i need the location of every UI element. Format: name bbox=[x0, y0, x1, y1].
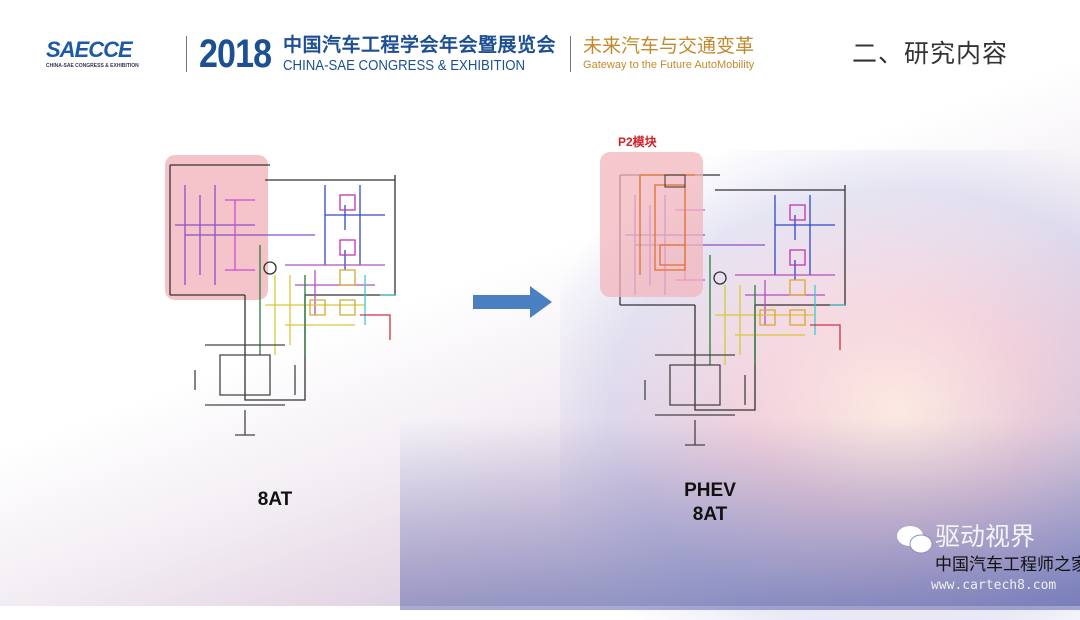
site-url: www.cartech8.com bbox=[931, 578, 1057, 593]
p2-module-highlight bbox=[600, 152, 703, 297]
8at-transmission-diagram bbox=[165, 155, 396, 436]
phev-label-line2: 8AT bbox=[692, 504, 728, 525]
year: 2018 bbox=[199, 31, 272, 76]
divider bbox=[186, 36, 187, 72]
site-name: 中国汽车工程师之家 bbox=[935, 555, 1080, 575]
phev-8at-label: PHEV 8AT bbox=[670, 479, 750, 527]
divider bbox=[570, 36, 572, 72]
event-name: 中国汽车工程学会年会暨展览会 CHINA-SAE CONGRESS & EXHI… bbox=[283, 34, 558, 75]
logo-text: SAECCE bbox=[46, 37, 133, 62]
highlight-region bbox=[165, 155, 268, 300]
logo-subtext: CHINA-SAE CONGRESS & EXHIBITION bbox=[46, 63, 139, 69]
wechat-icon bbox=[897, 526, 933, 554]
slogan-en: Gateway to the Future AutoMobility bbox=[583, 59, 755, 71]
phev-8at-transmission-diagram bbox=[600, 152, 846, 446]
account-name: 驱动视界 bbox=[935, 523, 1036, 551]
section-title: 二、研究内容 bbox=[852, 40, 1009, 68]
slogan: 未来汽车与交通变革 Gateway to the Future AutoMobi… bbox=[583, 35, 754, 73]
event-name-en: CHINA-SAE CONGRESS & EXHIBITION bbox=[283, 56, 526, 74]
slogan-cn: 未来汽车与交通变革 bbox=[583, 36, 755, 57]
right-arrow-icon bbox=[473, 286, 552, 318]
watermark: 驱动视界 中国汽车工程师之家 www.cartech8.com bbox=[895, 522, 1080, 602]
phev-label-line1: PHEV bbox=[684, 480, 736, 501]
8at-label: 8AT bbox=[257, 489, 293, 510]
event-name-cn: 中国汽车工程学会年会暨展览会 bbox=[283, 34, 557, 56]
p2-module-label: P2模块 bbox=[618, 135, 657, 149]
background-fade bbox=[400, 420, 1080, 610]
